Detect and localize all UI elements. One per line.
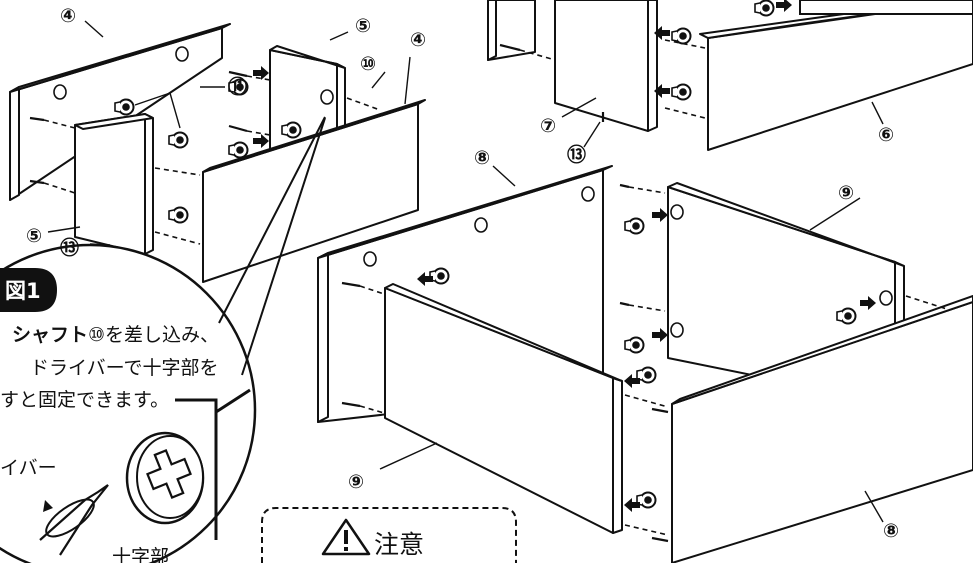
panel-9-front (384, 283, 623, 534)
label-part-8-top: ⑧ (474, 147, 490, 169)
callout-circle (0, 116, 326, 563)
caution-title: 注意 (374, 530, 424, 559)
panel-7 (554, 0, 658, 132)
callout-line-3: すと固定できます。 (0, 389, 169, 411)
callout-line-1: シャフト⑩を差し込み、 (12, 324, 219, 346)
warning-icon (321, 518, 371, 556)
figure-badge-label: 図1 (5, 279, 41, 303)
label-part-13-top: ⑬ (567, 143, 586, 166)
label-part-13-left: ⑬ (60, 236, 79, 259)
panel-4-back (9, 23, 231, 201)
caution-box: 注意 (261, 507, 517, 563)
label-part-7: ⑦ (540, 115, 556, 137)
callout-line-1-rest: ⑩を差し込み、 (88, 324, 219, 346)
driver-label: イバー (0, 457, 57, 479)
label-part-4-right: ④ (410, 29, 426, 51)
label-part-11: ⑪ (228, 75, 247, 98)
panel-6 (699, 0, 973, 151)
panel-4-front (202, 99, 426, 283)
cross-label: 十字部 (112, 546, 169, 563)
label-part-9-top: ⑨ (838, 182, 854, 204)
label-part-8-bottom: ⑧ (883, 520, 899, 542)
callout-line-1-bold: シャフト (12, 324, 88, 346)
label-part-6: ⑥ (878, 124, 894, 146)
label-part-5-top: ⑤ (355, 15, 371, 37)
label-part-9-bottom: ⑨ (348, 471, 364, 493)
callout-line-2: ドライバーで十字部を (30, 357, 218, 379)
panel-8-front (671, 295, 973, 563)
figure-badge: 図1 (0, 268, 57, 312)
label-part-5-bottom: ⑤ (26, 225, 42, 247)
label-part-4-left: ④ (60, 5, 76, 27)
panel-6-back (487, 0, 536, 61)
label-part-10: ⑩ (360, 53, 376, 75)
panel-5-front (74, 113, 154, 255)
